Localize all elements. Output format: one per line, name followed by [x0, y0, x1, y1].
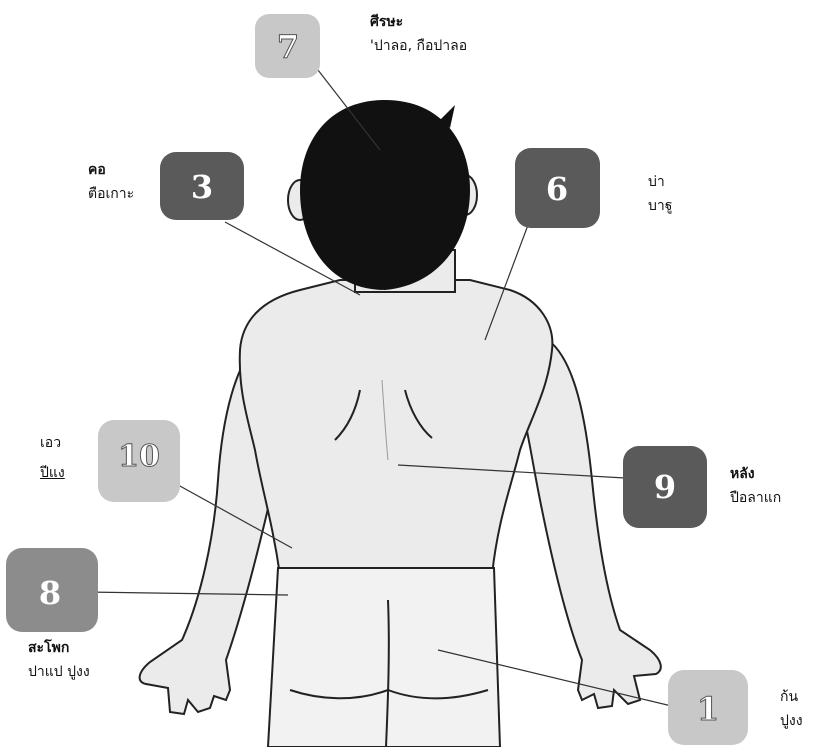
label-head: ศีรษะ 'ปาลอ, กือปาลอ: [370, 10, 467, 58]
marker-hip-number: 8: [39, 574, 61, 612]
marker-buttocks: 1: [668, 670, 748, 745]
label-waist-local: ปีแง: [40, 458, 65, 488]
label-waist-word: เอว: [40, 428, 65, 458]
label-head-local: 'ปาลอ, กือปาลอ: [370, 34, 467, 58]
label-hip: สะโพก ปาแป ปูงง: [28, 636, 90, 684]
marker-waist: 10: [98, 420, 180, 502]
label-back-local: ปือลาแก: [730, 486, 781, 510]
label-hip-local: ปาแป ปูงง: [28, 660, 90, 684]
marker-shoulder: 6: [515, 148, 600, 228]
marker-neck-number: 3: [191, 168, 213, 206]
marker-waist-number: 10: [118, 439, 160, 474]
marker-neck: 3: [160, 152, 244, 220]
label-shoulder: บ่า บาฐู: [648, 170, 672, 218]
marker-shoulder-number: 6: [546, 170, 568, 208]
label-buttocks-local: ปูงง: [780, 709, 803, 733]
label-neck-word: คอ: [88, 158, 134, 182]
leader-hip: [85, 592, 288, 595]
torso: [240, 280, 553, 575]
marker-head-number: 7: [277, 28, 299, 66]
label-neck-local: ตือเกาะ: [88, 182, 134, 206]
marker-back: 9: [623, 446, 707, 528]
label-neck: คอ ตือเกาะ: [88, 158, 134, 206]
label-hip-word: สะโพก: [28, 636, 90, 660]
marker-back-number: 9: [654, 468, 676, 506]
shorts: [268, 568, 500, 747]
marker-head: 7: [255, 14, 320, 78]
marker-hip: 8: [6, 548, 98, 632]
label-waist: เอว ปีแง: [40, 428, 65, 488]
label-back-word: หลัง: [730, 462, 781, 486]
label-shoulder-local: บาฐู: [648, 194, 672, 218]
label-buttocks-word: ก้น: [780, 685, 803, 709]
label-head-word: ศีรษะ: [370, 10, 467, 34]
marker-buttocks-number: 1: [697, 690, 719, 728]
label-back: หลัง ปือลาแก: [730, 462, 781, 510]
label-shoulder-word: บ่า: [648, 170, 672, 194]
label-buttocks: ก้น ปูงง: [780, 685, 803, 733]
